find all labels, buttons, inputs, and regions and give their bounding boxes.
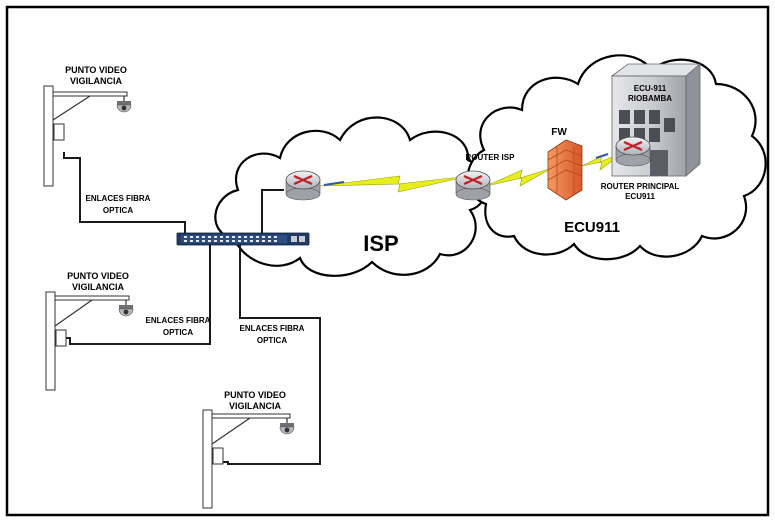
fiber-top-label-1: ENLACES FIBRA [86, 194, 151, 203]
camera-top-icon [116, 100, 132, 113]
ecu911-cloud-label: ECU911 [564, 219, 620, 236]
camera-pole-middle [45, 291, 130, 391]
fiber-cables [63, 152, 321, 465]
camera-top-label-1: PUNTO VIDEO [65, 65, 127, 75]
fiber-top-label-2: OPTICA [103, 206, 133, 215]
camera-pole-top [43, 85, 128, 187]
fiber-middle-label-2: OPTICA [163, 328, 193, 337]
camera-top-label-2: VIGILANCIA [70, 76, 123, 86]
fiber-middle-label-1: ENLACES FIBRA [146, 316, 211, 325]
router-principal-label-1: ROUTER PRINCIPAL [601, 182, 680, 191]
isp-cloud-label: ISP [363, 231, 398, 256]
fiber-bottom-label-1: ENLACES FIBRA [240, 324, 305, 333]
firewall-icon [547, 139, 583, 201]
isp-edge-router-icon [284, 169, 322, 202]
camera-bottom-label-1: PUNTO VIDEO [224, 390, 286, 400]
firewall-label: FW [551, 127, 567, 138]
building-label-2: RIOBAMBA [628, 94, 672, 103]
router-principal-label-2: ECU911 [625, 192, 655, 201]
camera-bottom-label-2: VIGILANCIA [229, 401, 282, 411]
router-principal-icon [614, 135, 652, 168]
camera-middle-label-2: VIGILANCIA [72, 282, 125, 292]
camera-bottom-icon [279, 422, 295, 435]
router-isp-icon [454, 169, 492, 202]
router-isp-label: ROUTER ISP [466, 153, 516, 162]
fiber-bottom-label-2: OPTICA [257, 336, 287, 345]
building-label-1: ECU-911 [634, 84, 667, 93]
camera-pole-bottom [202, 409, 291, 509]
link-port-indicator [323, 181, 345, 186]
camera-middle-label-1: PUNTO VIDEO [67, 271, 129, 281]
camera-middle-icon [118, 304, 134, 317]
fiber-switch-icon [176, 232, 310, 246]
